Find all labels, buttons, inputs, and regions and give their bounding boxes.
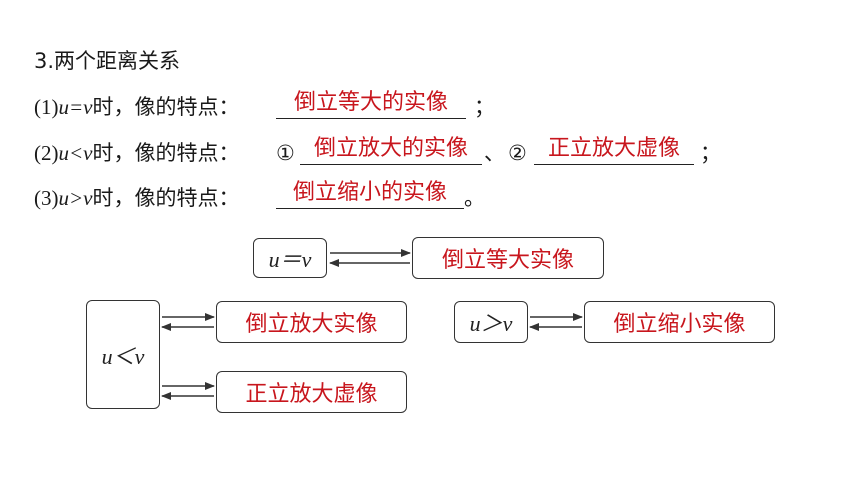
item-1: (1)u=v时，像的特点： xyxy=(34,92,240,122)
box-less-result-2: 正立放大虚像 xyxy=(216,371,407,413)
box-u-equals-v: u＝v xyxy=(253,238,327,278)
item-3-answer: 倒立缩小的实像 xyxy=(292,180,447,205)
item-1-answer: 倒立等大的实像 xyxy=(293,90,448,115)
item-3-condition: u>v xyxy=(58,186,93,210)
item-2: (2)u<v时，像的特点： xyxy=(34,138,240,168)
item-2-answer-2: 正立放大虚像 xyxy=(547,136,680,161)
item-2-answer-1: 倒立放大的实像 xyxy=(313,136,468,161)
item-2-circle-2: ② xyxy=(508,141,527,165)
item-2-condition: u<v xyxy=(58,141,93,165)
item-1-label: 时，像的特点： xyxy=(92,95,240,119)
item-1-blank xyxy=(276,118,466,119)
box-less-result-1: 倒立放大实像 xyxy=(216,301,407,343)
item-2-blank-1 xyxy=(300,164,482,165)
item-3-end: 。 xyxy=(464,186,485,210)
item-3: (3)u>v时，像的特点： xyxy=(34,183,240,213)
item-2-end: ； xyxy=(700,141,721,165)
item-2-circle-1: ① xyxy=(276,141,295,165)
item-2-prefix: (2) xyxy=(34,141,59,165)
box-u-less-v: u＜v xyxy=(86,300,160,409)
item-1-end: ； xyxy=(474,95,495,119)
box-greater-result: 倒立缩小实像 xyxy=(584,301,775,343)
item-1-prefix: (1) xyxy=(34,95,59,119)
item-3-prefix: (3) xyxy=(34,186,59,210)
section-title: 3.两个距离关系 xyxy=(34,49,181,73)
item-1-condition: u=v xyxy=(58,95,93,119)
item-2-separator: 、 xyxy=(484,141,505,165)
item-2-blank-2 xyxy=(534,164,694,165)
item-3-label: 时，像的特点： xyxy=(92,186,240,210)
box-u-greater-v: u＞v xyxy=(454,301,528,343)
item-3-blank xyxy=(276,208,464,209)
item-2-label: 时，像的特点： xyxy=(92,141,240,165)
box-equal-result: 倒立等大实像 xyxy=(412,237,604,279)
